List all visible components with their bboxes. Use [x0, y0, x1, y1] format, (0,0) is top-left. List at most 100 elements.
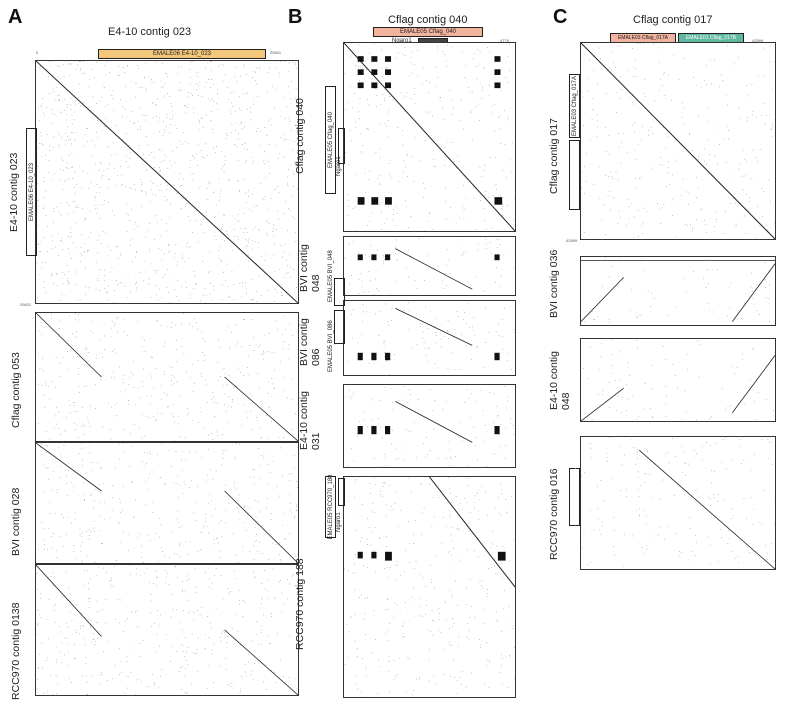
repeat-block: [357, 352, 363, 361]
repeat-block: [494, 197, 503, 205]
noise-dots: [345, 385, 515, 467]
plotC4-svg: [581, 437, 775, 569]
alignment-line: [395, 308, 473, 346]
row-label-b-1: Cflag contig 040: [294, 98, 306, 174]
plotA4-svg: [36, 565, 298, 695]
dotplot-b-4: [343, 384, 516, 468]
row-label-c-4: RCC970 contig 016: [548, 468, 560, 560]
plotB3-svg: [348, 302, 515, 375]
alignment-line: [224, 629, 298, 695]
noise-dots: [348, 302, 515, 375]
alignment-line: [344, 43, 515, 231]
alignment-line: [36, 313, 102, 378]
tick-b-right: 4779: [500, 38, 509, 43]
gene-c-side-a: EMALE03 Cflag_017A: [569, 74, 580, 138]
repeat-block: [494, 56, 501, 62]
panel-c-title: Cflag contig 017: [633, 14, 713, 26]
plotA1-svg: [36, 61, 298, 303]
panel-letter-a: A: [8, 6, 23, 28]
plotB2-svg: [344, 238, 515, 295]
dotplot-b-5: [343, 476, 516, 698]
row-label-b-2: BVI contig 048: [298, 244, 322, 292]
row-label-c-2: BVI contig 036: [548, 249, 560, 318]
alignment-line: [731, 263, 775, 322]
repeat-block: [371, 56, 378, 62]
plotA3-svg: [36, 443, 298, 563]
row-label-a-2: Cflag contig 053: [10, 352, 22, 428]
repeat-block: [494, 426, 500, 435]
noise-dots: [581, 43, 775, 239]
alignment-line: [395, 401, 473, 443]
plotC1-svg: [581, 43, 775, 239]
tick-a-left: 0: [36, 50, 39, 55]
repeat-block: [371, 82, 378, 89]
row-label-b-3: BVI contig 086: [298, 318, 322, 366]
gene-b-bvi086-label: EMALE05 BVI_086: [328, 320, 334, 372]
repeat-block: [357, 56, 364, 62]
plotB1-svg: [344, 43, 515, 231]
alignment-line: [36, 565, 102, 637]
row-label-c-3: E4-10 contig 048: [548, 351, 572, 410]
panel-b-title: Cflag contig 040: [388, 14, 468, 26]
noise-dots: [36, 565, 298, 695]
dotplot-a-1: [35, 60, 299, 304]
repeat-block: [371, 69, 378, 75]
plotC2-svg: [581, 257, 775, 323]
ngaro-b-rcc: Ngaro1: [336, 512, 342, 532]
repeat-block: [371, 551, 377, 559]
repeat-block: [385, 352, 391, 361]
repeat-block: [371, 197, 379, 205]
ngaro-b-top: Ngaro1: [392, 38, 412, 44]
ngaro-b-side-box: [338, 128, 345, 164]
alignment-line: [638, 449, 775, 569]
repeat-block: [371, 352, 377, 361]
row-label-a-1: E4-10 contig 023: [8, 152, 20, 232]
repeat-block: [385, 197, 392, 205]
gene-b-bvi048: [334, 278, 345, 306]
dotplot-b-2: [343, 236, 516, 296]
repeat-block: [357, 254, 363, 261]
panel-a-title: E4-10 contig 023: [108, 26, 192, 38]
repeat-block: [494, 352, 500, 361]
alignment-line: [224, 376, 298, 441]
repeat-block: [371, 426, 377, 435]
row-label-b-5: RCC970 contig 188: [294, 558, 306, 650]
plotB4-svg: [345, 385, 515, 467]
repeat-block: [357, 426, 363, 435]
repeat-block: [357, 551, 363, 559]
repeat-block: [385, 254, 391, 261]
repeat-block: [385, 551, 392, 561]
gene-b-bvi086: [334, 310, 345, 344]
noise-dots: [581, 437, 775, 567]
noise-dots: [584, 257, 771, 323]
row-label-a-3: BVI contig 028: [10, 487, 22, 556]
dotplot-a-4: [35, 564, 299, 696]
ngaro-b-rcc-box: [338, 478, 345, 506]
repeat-block: [357, 69, 364, 75]
repeat-block: [494, 82, 501, 89]
noise-dots: [344, 43, 515, 231]
noise-dots: [344, 477, 515, 697]
noise-dots: [582, 339, 774, 421]
alignment-line: [36, 61, 298, 303]
gene-c-rcc: EMALE01 RCC970_016: [569, 464, 580, 530]
gene-b-rcc: EMALE05 RCC970_188: [325, 474, 336, 540]
tick-c-right: 42599: [752, 38, 764, 43]
repeat-block: [385, 82, 392, 89]
repeat-block: [385, 426, 391, 435]
plotA2-svg: [36, 313, 298, 441]
dotplot-a-3: [35, 442, 299, 564]
gene-b-top: EMALE05 Cflag_040: [373, 27, 483, 37]
dotplot-c-2: [580, 256, 776, 326]
row-label-b-4: E4-10 contig 031: [298, 391, 322, 450]
panel-letter-b: B: [288, 6, 303, 28]
alignment-line: [731, 355, 775, 414]
gene-c-side-b: EMALE01 Cflag_017B: [569, 140, 580, 210]
tick-a-bottom: 29631: [20, 302, 32, 307]
repeat-block: [357, 82, 364, 89]
repeat-block: [385, 69, 392, 75]
dotplot-a-2: [35, 312, 299, 442]
row-label-c-1: Cflag contig 017: [548, 118, 560, 194]
alignment-line: [581, 43, 775, 239]
alignment-line: [395, 248, 473, 290]
